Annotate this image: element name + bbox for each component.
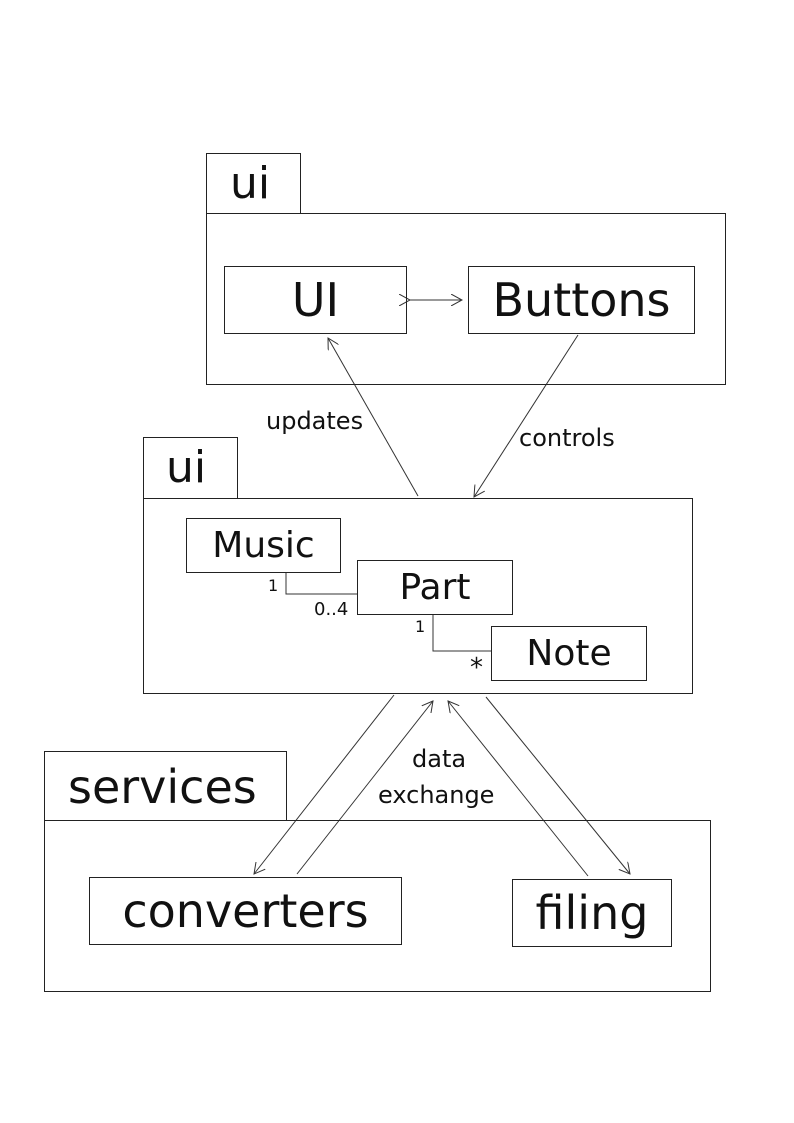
converters-class-label: converters — [122, 884, 369, 938]
converters-class-box: converters — [89, 877, 402, 945]
note-class-box: Note — [491, 626, 647, 681]
bottom-package-body — [44, 820, 711, 992]
music-multiplicity: 1 — [268, 576, 279, 595]
music-class-box: Music — [186, 518, 341, 573]
updates-arrow — [328, 338, 419, 497]
middle-package-body — [143, 498, 693, 694]
buttons-class-label: Buttons — [492, 273, 671, 327]
note-multiplicity: * — [470, 653, 483, 683]
music-part-association-line — [285, 573, 358, 595]
note-class-label: Note — [526, 632, 612, 674]
bottom-package-tab-label: services — [68, 760, 257, 814]
ui-to-filing-arrow — [485, 696, 630, 874]
part-class-label: Part — [399, 566, 471, 608]
controls-arrow — [474, 334, 579, 497]
ui-class-label: UI — [291, 273, 340, 327]
buttons-class-box: Buttons — [468, 266, 695, 334]
part-multiplicity-to-note: 1 — [415, 617, 426, 636]
data-exchange-label-line1: data — [412, 745, 467, 773]
filing-class-label: filing — [535, 886, 649, 940]
ui-class-box: UI — [224, 266, 407, 334]
updates-label: updates — [266, 407, 364, 435]
top-package-tab-label: ui — [230, 158, 271, 209]
music-class-label: Music — [212, 524, 315, 566]
part-multiplicity-from-music: 0..4 — [314, 599, 349, 620]
data-exchange-label-line2: exchange — [378, 781, 495, 809]
converters-to-ui-arrow — [296, 701, 433, 875]
part-class-box: Part — [357, 560, 513, 615]
top-package-body — [206, 213, 726, 385]
part-note-association-line — [432, 615, 491, 652]
controls-label: controls — [519, 424, 615, 452]
filing-to-ui-arrow — [448, 701, 589, 877]
ui-to-converters-arrow — [254, 694, 395, 874]
filing-class-box: filing — [512, 879, 672, 947]
middle-package-tab-label: ui — [166, 442, 207, 493]
